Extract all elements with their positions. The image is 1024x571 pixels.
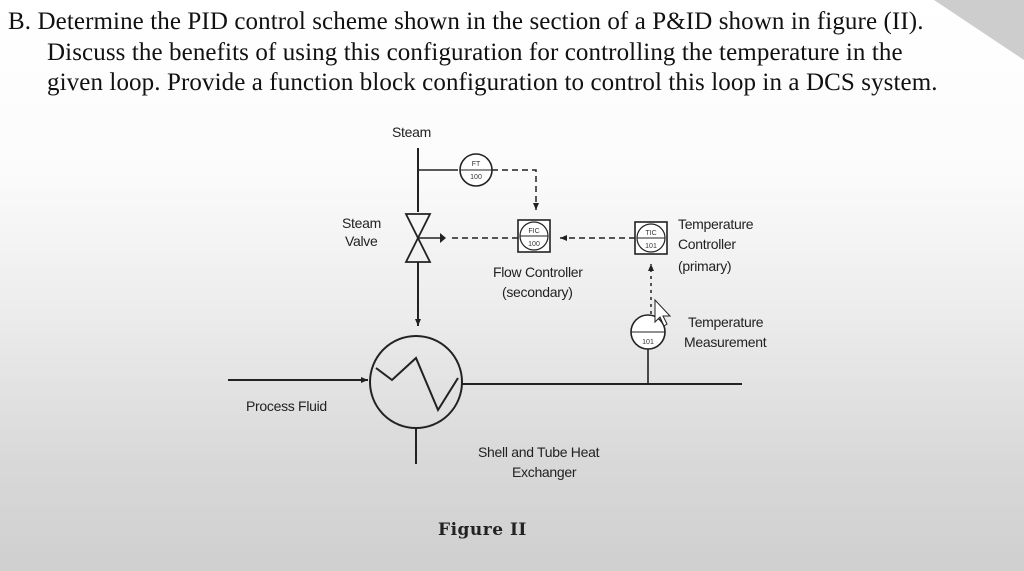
temperature-transmitter-tt101: 101 bbox=[630, 314, 666, 350]
fic-tag-bottom: 100 bbox=[528, 241, 540, 248]
temp-controller-label-1: Temperature bbox=[678, 216, 754, 232]
temp-controller-label-3: (primary) bbox=[678, 258, 732, 274]
heat-exchanger-label-1: Shell and Tube Heat bbox=[478, 444, 600, 460]
ft-tag-bottom: 100 bbox=[470, 174, 482, 181]
steam-valve-symbol bbox=[404, 213, 446, 263]
heat-exchanger-label-2: Exchanger bbox=[512, 464, 577, 480]
temp-measurement-label-2: Measurement bbox=[684, 334, 767, 350]
steam-valve-label-1: Steam bbox=[342, 215, 381, 231]
ft-to-fic-signal bbox=[492, 169, 539, 210]
steam-label: Steam bbox=[392, 124, 431, 140]
flow-controller-label-1: Flow Controller bbox=[493, 264, 583, 280]
fic-tag-top: FIC bbox=[528, 228, 539, 235]
question-line-3: given loop. Provide a function block con… bbox=[47, 69, 938, 96]
temp-measurement-label-1: Temperature bbox=[688, 314, 764, 330]
mouse-cursor-icon bbox=[654, 298, 672, 327]
question-line-1: B. Determine the PID control scheme show… bbox=[8, 8, 924, 35]
page-corner-shadow bbox=[934, 0, 1024, 60]
question-line-2: Discuss the benefits of using this confi… bbox=[47, 39, 903, 66]
tt-tag: 101 bbox=[642, 339, 654, 346]
tic-tag-bottom: 101 bbox=[645, 243, 657, 250]
flow-controller-label-2: (secondary) bbox=[502, 284, 573, 300]
process-fluid-label: Process Fluid bbox=[246, 398, 327, 414]
figure-caption: Figure II bbox=[438, 520, 527, 540]
ft-tag-top: FT bbox=[472, 161, 481, 168]
flow-controller-fic100: FIC 100 bbox=[517, 219, 551, 253]
flow-transmitter-ft100: FT 100 bbox=[459, 153, 493, 187]
steam-valve-label-2: Valve bbox=[345, 233, 378, 249]
temperature-controller-tic101: TIC 101 bbox=[634, 221, 668, 255]
heat-exchanger-symbol bbox=[369, 335, 463, 429]
temp-controller-label-2: Controller bbox=[678, 236, 736, 252]
tic-tag-top: TIC bbox=[645, 230, 656, 237]
